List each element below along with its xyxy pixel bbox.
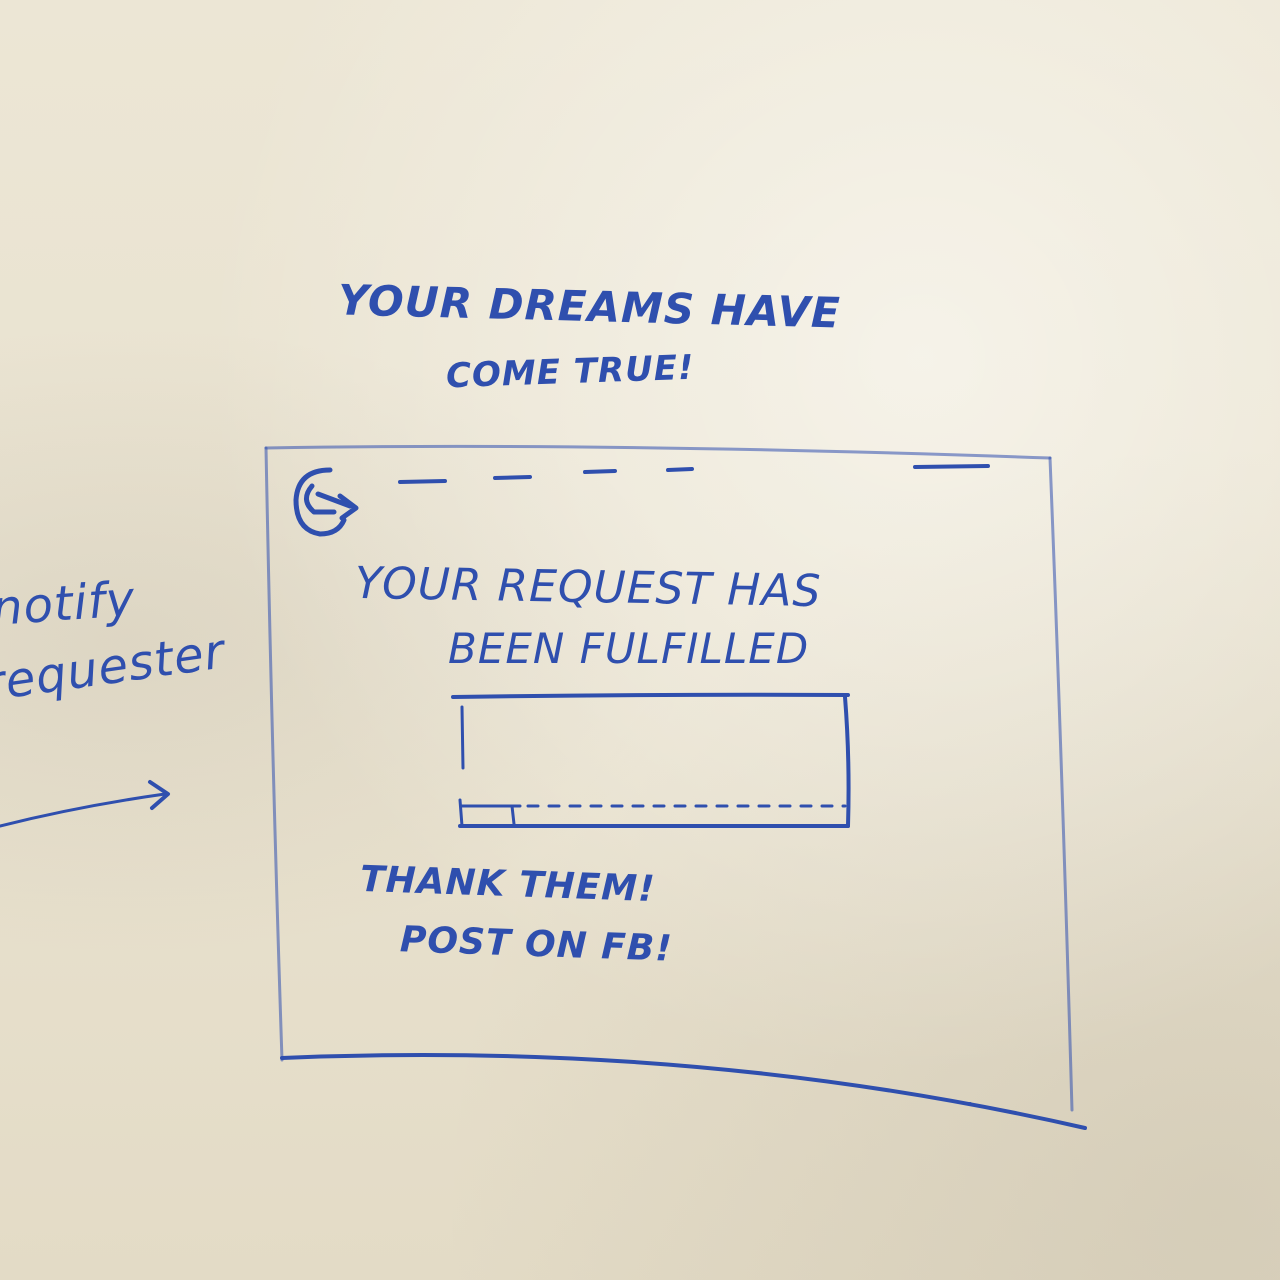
- arrow-shaft: [0, 792, 167, 828]
- content-box-left: [460, 705, 465, 770]
- header-dash: [913, 464, 990, 469]
- mockup-title-line-2: BEEN FULFILLED: [448, 624, 810, 673]
- G-arrow-logo-icon: [293, 467, 359, 537]
- frame-bottom-edge: [280, 1052, 1087, 1130]
- header-dash: [493, 475, 532, 480]
- content-box-small-mark: [460, 804, 522, 826]
- header-dash: [583, 469, 617, 474]
- content-box-top: [451, 692, 850, 699]
- side-note-line-1: notify: [0, 571, 138, 637]
- frame-right-edge: [1048, 456, 1074, 1112]
- frame-top-edge: [264, 444, 1052, 460]
- header-dash: [666, 467, 694, 472]
- content-box-left-lower: [458, 798, 464, 828]
- mockup-title-line-1: YOUR REQUEST HAS: [354, 557, 822, 618]
- header-dash: [398, 479, 447, 484]
- content-box-right: [843, 695, 851, 828]
- frame-left-edge: [264, 446, 284, 1062]
- arrow-head: [148, 780, 170, 810]
- ink-dot: [968, 1102, 972, 1106]
